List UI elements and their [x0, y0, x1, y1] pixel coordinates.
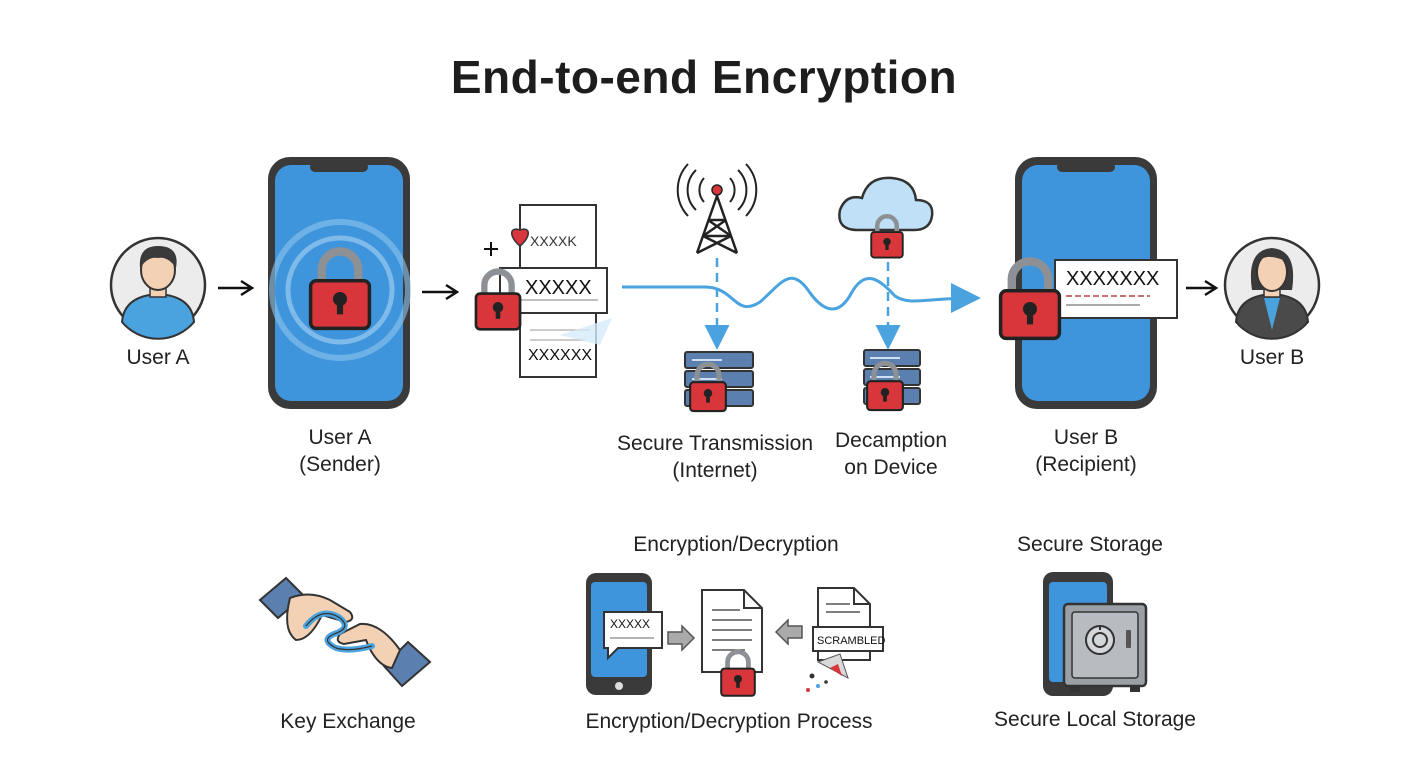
doc-mid-text: XXXXX [525, 277, 592, 299]
recipient-message-text: XXXXXXX [1066, 268, 1159, 290]
sender-label-line1: User A [308, 426, 372, 449]
user-a-label: User A [126, 346, 190, 369]
recipient-phone: XXXXXXX [1001, 157, 1178, 409]
secure-local-storage-label: Secure Local Storage [994, 708, 1196, 731]
key-exchange-icon [258, 576, 432, 688]
sender-phone [268, 157, 411, 409]
doc-bottom-text: XXXXXX [528, 347, 592, 364]
process-document [701, 589, 763, 696]
secure-storage-heading: Secure Storage [1017, 533, 1163, 556]
recipient-label: User B (Recipient) [1016, 424, 1156, 478]
page-title: End-to-end Encryption [450, 51, 958, 103]
server-lock-icon [863, 349, 921, 410]
right-arrow-icon [667, 624, 696, 652]
transmission-wave [622, 276, 981, 314]
user-b-label: User B [1239, 346, 1305, 369]
cloud-lock-icon [838, 176, 934, 258]
transmission-label-line1: Secure Transmission [616, 432, 814, 455]
user-a-avatar [109, 236, 207, 340]
decryption-label: Decamption on Device [826, 427, 956, 481]
key-exchange-label: Key Exchange [280, 710, 416, 733]
arrow-icon [218, 279, 255, 297]
antenna-tower-icon [676, 163, 758, 255]
secure-storage-icon [1043, 572, 1148, 696]
server-lock-icon [684, 351, 754, 411]
arrow-icon [1186, 279, 1219, 297]
recipient-label-line1: User B [1053, 426, 1119, 449]
lock-icon [476, 272, 520, 330]
transmission-label-line2: (Internet) [672, 459, 758, 482]
scrambled-document: SCRAMBLED [806, 587, 886, 692]
plus-icon [484, 242, 498, 256]
heart-icon [511, 228, 529, 247]
doc-top-text: XXXXK [530, 233, 577, 249]
process-bubble-text: XXXXX [610, 617, 650, 631]
enc-dec-heading: Encryption/Decryption [633, 533, 839, 556]
decryption-label-line1: Decamption [834, 429, 948, 452]
sender-label-line2: (Sender) [299, 453, 381, 476]
sender-label: User A (Sender) [270, 424, 410, 478]
transmission-label: Secure Transmission (Internet) [608, 430, 822, 484]
encrypted-documents: XXXXK XXXXX XXXXXX [476, 204, 612, 378]
recipient-label-line2: (Recipient) [1035, 453, 1137, 476]
arrow-icon [422, 283, 460, 301]
user-b-avatar [1223, 236, 1321, 340]
decryption-label-line2: on Device [844, 456, 938, 479]
process-phone: XXXXX [586, 573, 663, 695]
enc-dec-process-label: Encryption/Decryption Process [585, 710, 873, 733]
scrambled-text: SCRAMBLED [817, 635, 886, 647]
left-arrow-icon [774, 618, 803, 646]
